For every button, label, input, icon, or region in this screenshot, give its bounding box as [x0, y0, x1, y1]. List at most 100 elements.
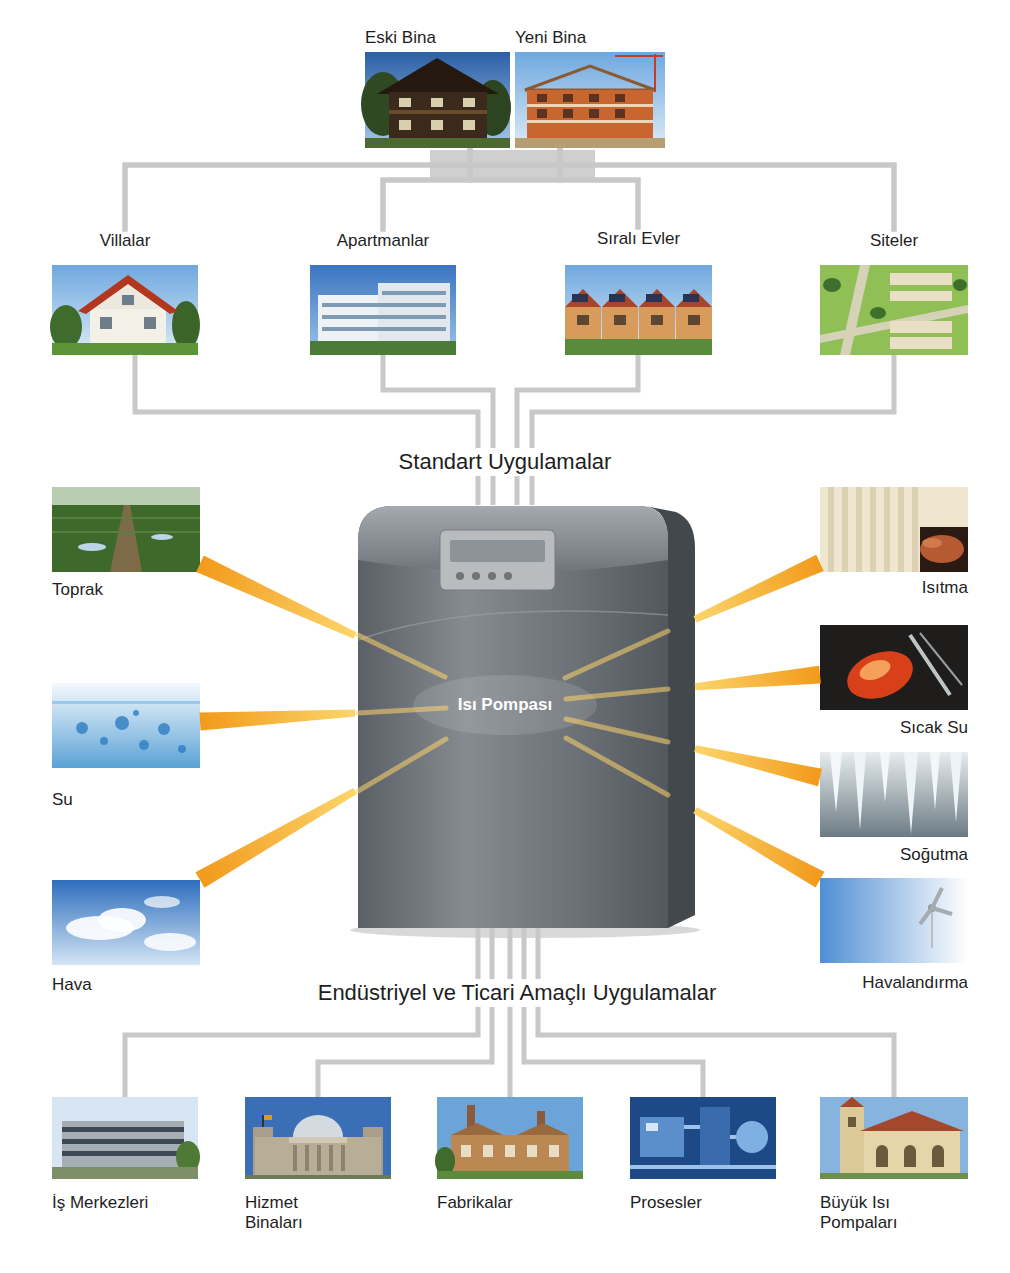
photo-air: [144, 896, 180, 908]
photo-tile: Su: [52, 683, 200, 810]
photo-apartments: [378, 283, 450, 343]
energy-beam: [196, 788, 357, 888]
photo-factory: [527, 1145, 537, 1157]
photo-process: [730, 1135, 736, 1139]
photo-factory: [451, 1123, 503, 1135]
photo-cooling: [950, 752, 962, 822]
photo-apartments: [310, 341, 456, 355]
photo-soil: [151, 534, 173, 540]
photo-old-building: [399, 120, 411, 130]
photo-apartments: [382, 315, 446, 319]
photo-factory: [549, 1145, 559, 1157]
photo-row-houses: [651, 315, 663, 325]
photo-heating: [870, 487, 876, 572]
photo-tile: Eski Bina: [365, 28, 510, 148]
photo-villa: [50, 305, 82, 349]
tile-label: Büyük Isı Pompaları: [820, 1193, 930, 1232]
photo-frame: [365, 52, 510, 148]
photo-row-houses: [602, 289, 638, 339]
photo-row-houses: [565, 265, 712, 355]
photo-heating: [920, 535, 964, 563]
photo-apartments: [382, 303, 446, 307]
photo-frame: [52, 1097, 198, 1179]
photo-new-building: [527, 120, 653, 123]
photo-water: [139, 740, 149, 750]
photo-estate: [823, 278, 841, 292]
photo-old-building: [463, 120, 475, 130]
photo-factory: [517, 1123, 569, 1135]
photo-estate: [840, 265, 870, 355]
photo-factory: [437, 1097, 583, 1179]
photo-row-houses: [565, 339, 712, 355]
section-label: Standart Uygulamalar: [391, 448, 620, 476]
heat-pump-device: [504, 572, 512, 580]
photo-estate: [890, 273, 952, 285]
photo-ventilation: [932, 908, 952, 914]
photo-factory: [451, 1135, 569, 1171]
photo-old-building: [399, 98, 411, 107]
photo-apartments: [382, 327, 446, 331]
photo-frame: [820, 487, 968, 572]
photo-frame: [52, 487, 200, 572]
heat-pump-device: [566, 738, 668, 795]
pipe-line: [135, 355, 478, 505]
photo-apartments: [318, 295, 388, 343]
photo-new-building: [615, 55, 663, 57]
photo-air: [98, 908, 146, 932]
pipe-line: [524, 928, 703, 1097]
photo-frame: [310, 265, 456, 355]
tile-label: Su: [52, 790, 200, 810]
photo-new-building: [589, 109, 599, 118]
energy-beam: [694, 555, 824, 623]
photo-heating: [828, 487, 834, 572]
energy-beam: [695, 666, 821, 690]
photo-water: [52, 683, 200, 768]
photo-service-building: [264, 1115, 272, 1120]
heat-pump-device: [472, 572, 480, 580]
energy-beam: [196, 556, 356, 639]
tile-label: Villalar: [52, 231, 198, 251]
section-label-holder: Endüstriyel ve Ticari Amaçlı Uygulamalar: [310, 979, 725, 1007]
photo-cooling: [820, 752, 968, 837]
photo-business-center: [62, 1151, 184, 1156]
photo-apartments: [382, 291, 446, 295]
photo-tile: Fabrikalar: [437, 1097, 583, 1213]
photo-frame: [820, 265, 968, 355]
photo-frame: [245, 1097, 391, 1179]
photo-factory: [435, 1097, 583, 1179]
pipe-line: [508, 928, 513, 1097]
photo-row-houses: [565, 307, 601, 339]
photo-tile: Büyük Isı Pompaları: [820, 1097, 968, 1232]
photo-old-building: [377, 58, 499, 94]
photo-row-houses: [639, 289, 675, 339]
photo-process: [630, 1097, 776, 1179]
photo-apartments: [310, 265, 456, 355]
photo-old-building: [389, 110, 487, 114]
photo-business-center: [52, 1167, 198, 1179]
photo-business-center: [62, 1127, 184, 1132]
photo-new-building: [654, 54, 656, 92]
photo-row-houses: [602, 289, 638, 307]
photo-tile: Prosesler: [630, 1097, 776, 1213]
photo-new-building: [527, 104, 653, 107]
photo-row-houses: [614, 315, 626, 325]
photo-estate: [953, 279, 967, 291]
photo-heating: [884, 487, 890, 572]
photo-row-houses: [683, 294, 699, 302]
heat-pump-device: [358, 611, 668, 640]
photo-tile: Hava: [52, 880, 200, 995]
photo-row-houses: [565, 265, 712, 355]
photo-service-building: [329, 1145, 333, 1171]
photo-heating: [820, 487, 968, 572]
photo-old-building: [365, 138, 510, 148]
section-label-holder: Standart Uygulamalar: [391, 448, 620, 476]
photo-new-building: [537, 109, 547, 118]
photo-apartments: [310, 265, 456, 355]
photo-cooling: [854, 752, 866, 830]
photo-apartments: [322, 315, 384, 319]
photo-apartments: [322, 303, 384, 307]
photo-tile: Villalar: [52, 231, 198, 355]
photo-ventilation: [820, 878, 968, 963]
pipe-line: [560, 148, 638, 229]
